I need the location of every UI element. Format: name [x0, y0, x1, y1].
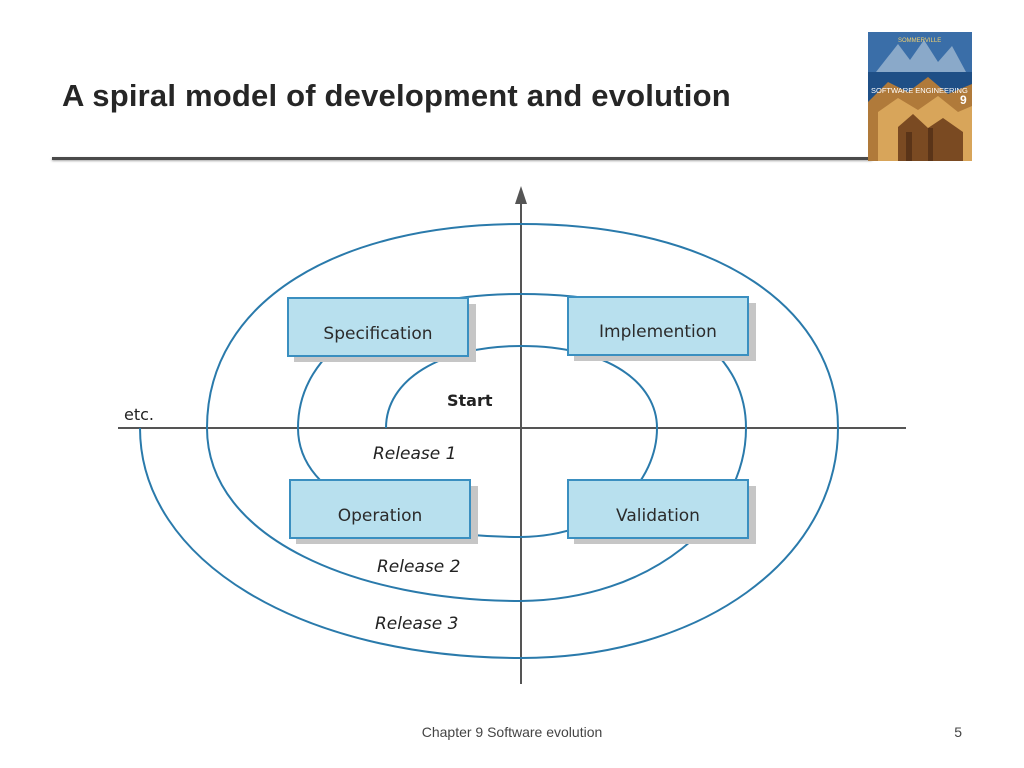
box-implemention-label: Implemention — [599, 322, 717, 342]
start-label: Start — [447, 391, 493, 410]
box-validation-label: Validation — [616, 506, 700, 526]
etc-label: etc. — [124, 405, 154, 424]
box-specification: Specification — [287, 297, 476, 362]
box-operation-label: Operation — [338, 506, 423, 526]
cover-title: SOFTWARE ENGINEERING — [871, 86, 968, 95]
slide-title: A spiral model of development and evolut… — [62, 78, 731, 113]
book-cover-image: SOMMERVILLE SOFTWARE ENGINEERING 9 — [868, 32, 972, 161]
axis-arrow-icon — [515, 186, 527, 204]
spiral-diagram: Specification Implemention Operation Val… — [118, 186, 906, 684]
box-validation: Validation — [567, 479, 756, 544]
cover-author: SOMMERVILLE — [898, 38, 941, 44]
box-implemention: Implemention — [567, 296, 756, 361]
release-3-label: Release 3 — [375, 614, 458, 634]
footer-chapter: Chapter 9 Software evolution — [421, 724, 603, 740]
page-number: 5 — [954, 724, 962, 740]
box-specification-label: Specification — [323, 324, 432, 344]
release-1-label: Release 1 — [373, 444, 456, 464]
spiral-outer-ring — [139, 222, 840, 660]
release-2-label: Release 2 — [377, 557, 460, 577]
title-divider — [52, 157, 872, 160]
box-operation: Operation — [289, 479, 478, 544]
cover-edition: 9 — [960, 93, 967, 107]
